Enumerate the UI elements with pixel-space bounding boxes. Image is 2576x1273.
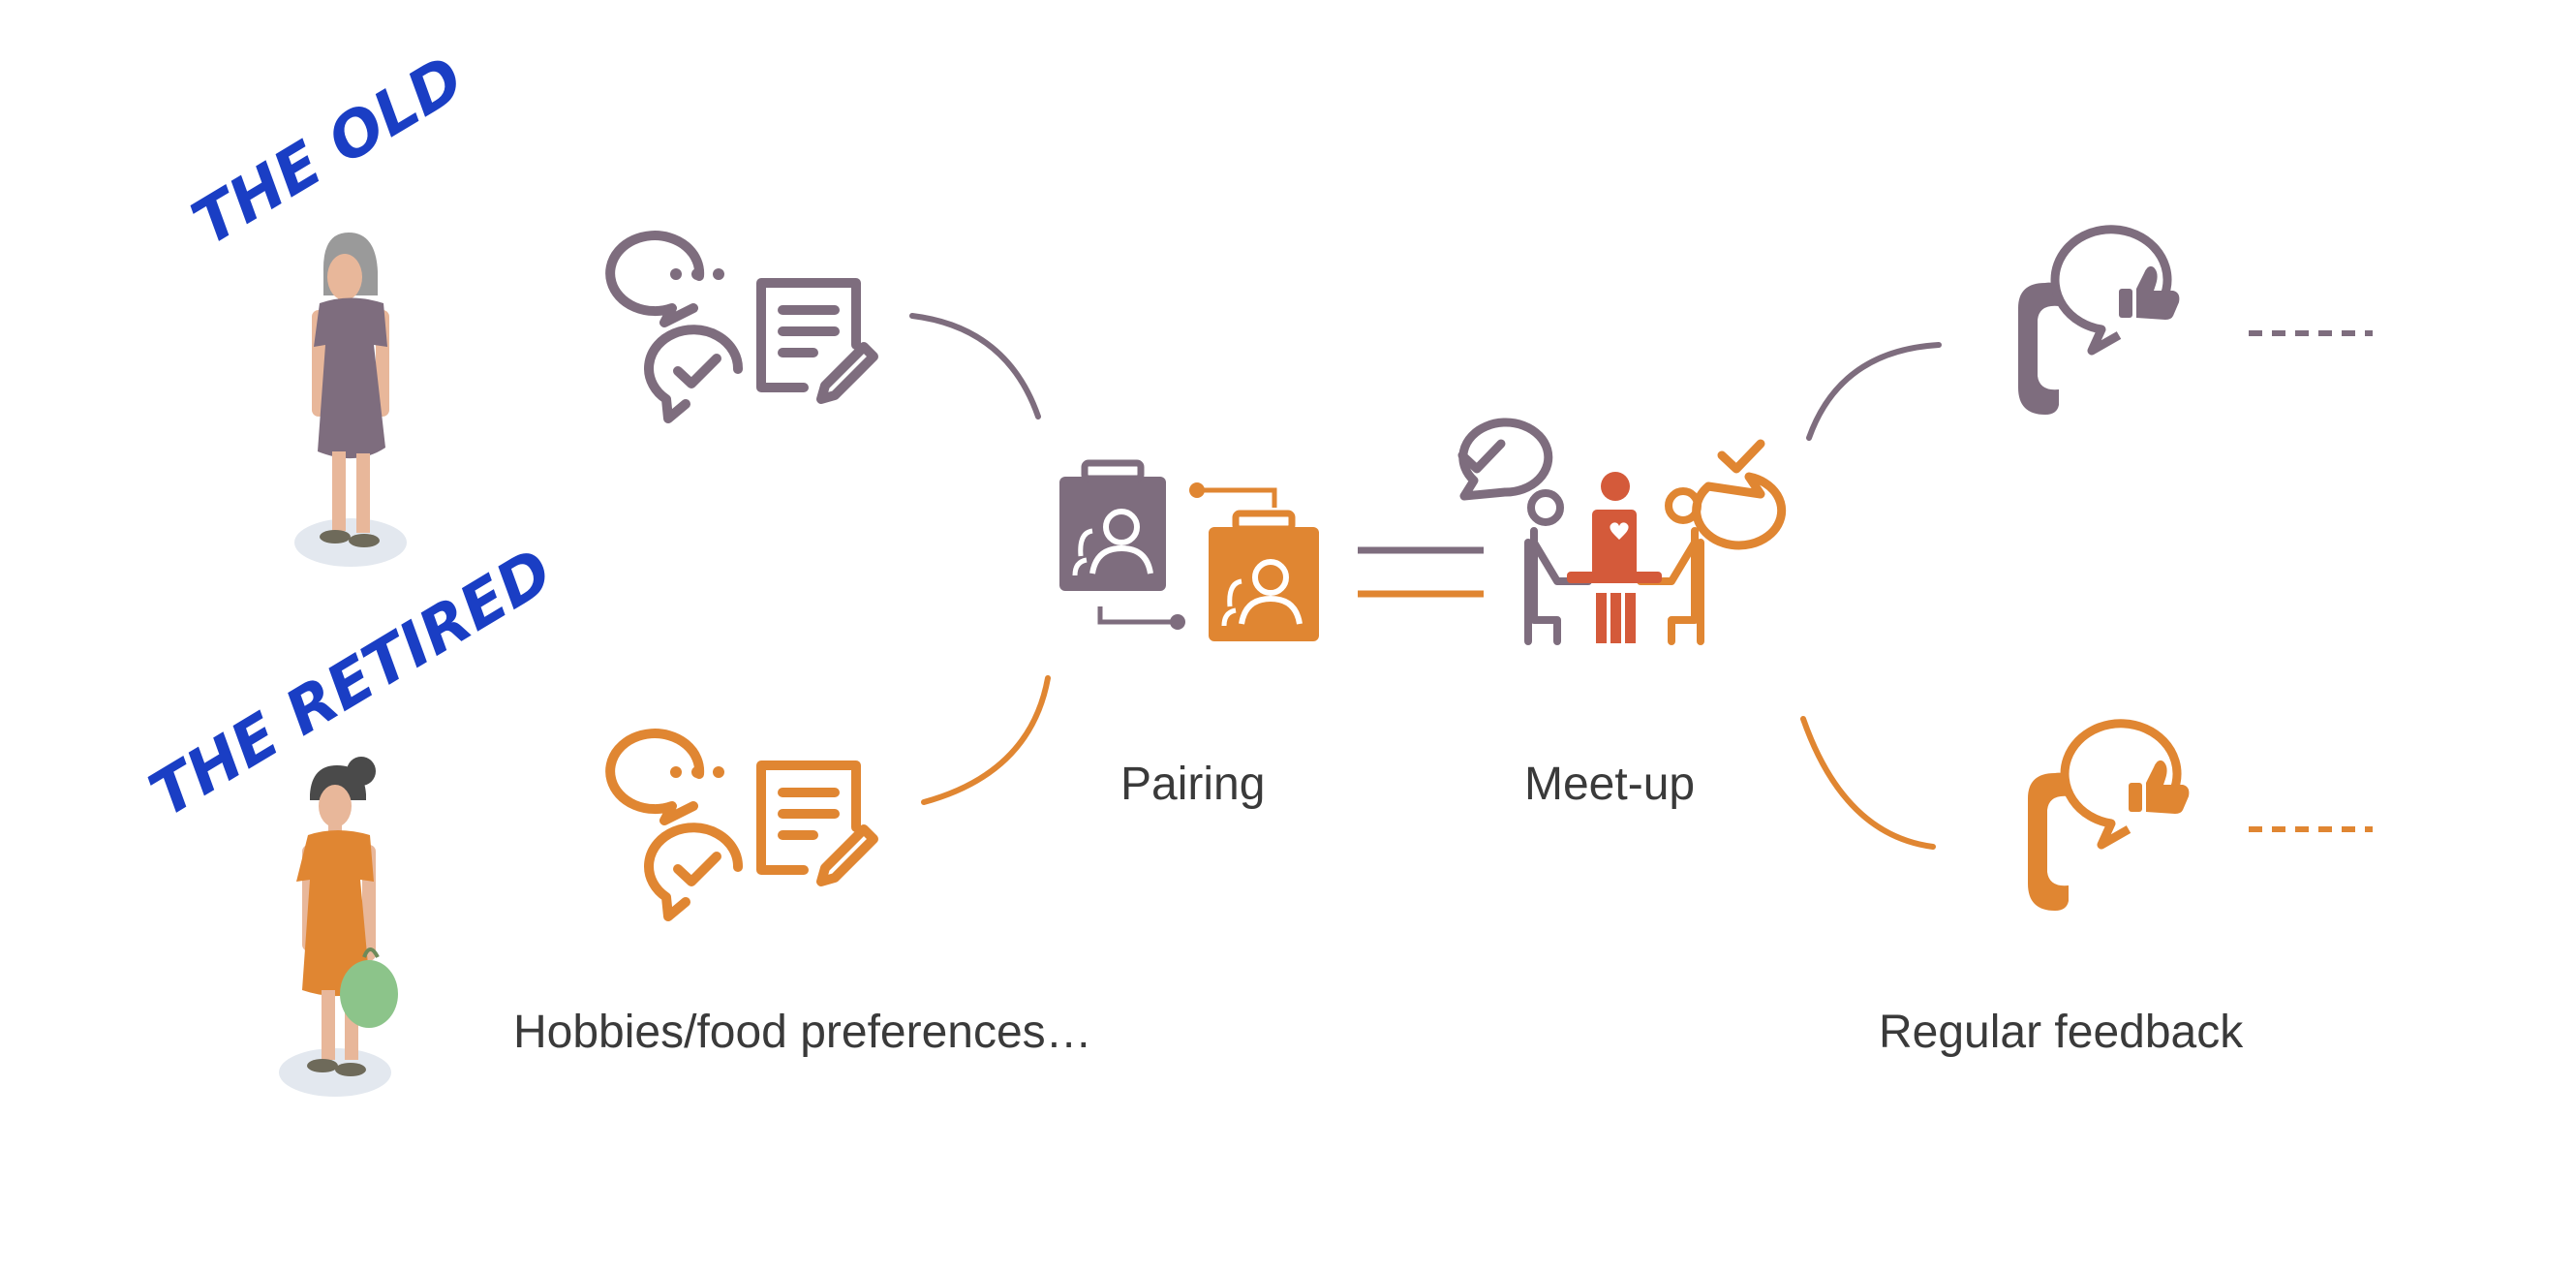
connector-arc-retired-to-pairing [921, 675, 1051, 805]
phone-thumbs-up-icon-old [2018, 225, 2373, 415]
step-label-meetup: Meet-up [1524, 759, 1696, 810]
chat-bubbles-form-icon-retired [605, 729, 878, 921]
step-label-feedback: Regular feedback [1879, 1007, 2244, 1058]
people-at-table-icon [1457, 418, 1787, 645]
step-label-pairing: Pairing [1120, 759, 1266, 810]
elderly-woman-figure [294, 233, 407, 567]
connector-arc-meetup-to-feedback-retired [1800, 716, 1936, 850]
chat-bubbles-form-icon-old [605, 231, 878, 423]
paired-profile-clipboards-icon [1059, 459, 1319, 641]
connector-arc-old-to-pairing [909, 313, 1041, 419]
retired-woman-figure [279, 757, 398, 1097]
step-label-hobbies: Hobbies/food preferences… [513, 1007, 1092, 1058]
phone-thumbs-up-icon-retired [2028, 719, 2373, 911]
connector-arc-meetup-to-feedback-old [1806, 342, 1942, 441]
